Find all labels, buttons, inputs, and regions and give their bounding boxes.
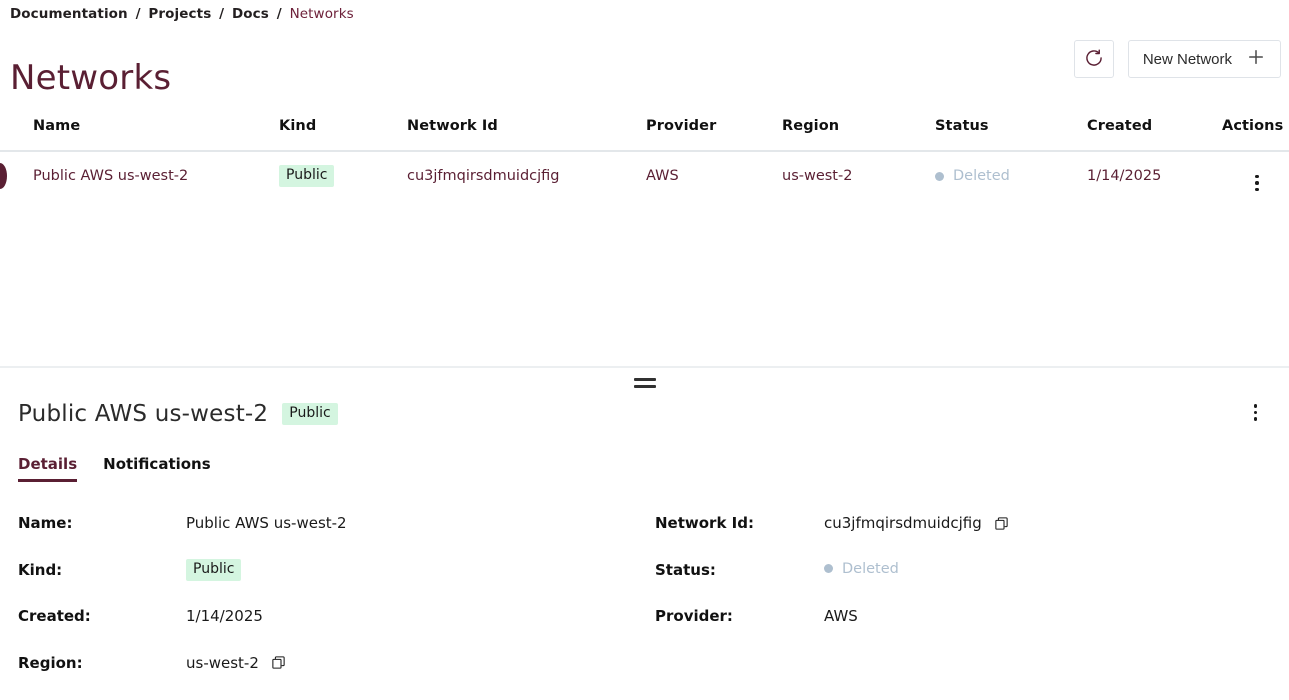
breadcrumb-separator: / — [219, 6, 225, 22]
tab-details[interactable]: Details — [18, 455, 78, 482]
detail-header: Public AWS us-west-2 Public — [0, 390, 1289, 438]
copy-icon[interactable] — [994, 516, 1009, 531]
table-header-row: Name Kind Network Id Provider Region Sta… — [0, 112, 1289, 152]
cell-name[interactable]: Public AWS us-west-2 — [33, 168, 189, 184]
detail-panel: Public AWS us-west-2 Public Details Noti… — [0, 390, 1289, 698]
field-value-region: us-west-2 — [186, 654, 286, 672]
field-row: Created: 1/14/2025 Provider: AWS — [18, 605, 1271, 652]
field-text-created: 1/14/2025 — [186, 607, 263, 625]
field-text-network-id: cu3jfmqirsdmuidcjfig — [824, 514, 982, 532]
field-value-kind: Public — [186, 558, 242, 583]
field-row: Kind: Public Status: Deleted — [18, 558, 1271, 606]
breadcrumb: Documentation / Projects / Docs / Networ… — [10, 6, 354, 22]
field-text-name: Public AWS us-west-2 — [186, 514, 347, 532]
status-badge: Deleted — [824, 561, 899, 577]
field-label-name: Name: — [18, 514, 73, 532]
detail-tabs: Details Notifications — [0, 448, 1289, 482]
cell-status: Deleted — [935, 168, 1010, 185]
cell-created: 1/14/2025 — [1087, 168, 1162, 184]
row-actions-menu-icon[interactable] — [1253, 173, 1261, 194]
row-selected-marker — [0, 163, 7, 189]
page-title: Networks — [10, 57, 172, 98]
column-header-region[interactable]: Region — [782, 118, 840, 134]
table-row[interactable]: Public AWS us-west-2 Public cu3jfmqirsdm… — [0, 152, 1289, 208]
detail-kind-badge: Public — [282, 402, 338, 426]
drag-handle-icon[interactable] — [633, 378, 656, 388]
column-header-created[interactable]: Created — [1087, 118, 1153, 134]
splitter-divider — [0, 366, 1289, 368]
table-body: Public AWS us-west-2 Public cu3jfmqirsdm… — [0, 152, 1289, 212]
detail-title: Public AWS us-west-2 — [18, 401, 269, 427]
status-label: Deleted — [842, 560, 899, 577]
tab-notifications[interactable]: Notifications — [103, 455, 211, 473]
refresh-icon — [1084, 48, 1104, 71]
field-value-status: Deleted — [824, 561, 899, 577]
copy-icon[interactable] — [271, 655, 286, 670]
field-value-name: Public AWS us-west-2 — [186, 514, 347, 532]
panel-splitter — [0, 366, 1289, 388]
new-network-label: New Network — [1142, 50, 1232, 68]
column-header-status[interactable]: Status — [935, 118, 989, 134]
field-text-provider: AWS — [824, 607, 858, 625]
field-label-provider: Provider: — [655, 607, 733, 625]
detail-actions-menu-icon[interactable] — [1252, 402, 1260, 423]
breadcrumb-separator: / — [135, 6, 141, 22]
column-header-network-id[interactable]: Network Id — [407, 118, 498, 134]
field-label-status: Status: — [655, 560, 716, 579]
column-header-provider[interactable]: Provider — [646, 118, 717, 134]
header-actions: New Network — [1073, 40, 1281, 78]
breadcrumb-item-networks[interactable]: Networks — [289, 6, 354, 22]
column-header-actions: Actions — [1222, 118, 1284, 134]
status-dot-icon — [935, 171, 944, 181]
cell-kind: Public — [279, 165, 335, 188]
field-label-created: Created: — [18, 607, 91, 625]
field-row: Region: us-west-2 — [18, 652, 1271, 699]
cell-network-id: cu3jfmqirsdmuidcjfig — [407, 168, 560, 184]
status-badge: Deleted — [935, 168, 1010, 184]
kind-badge: Public — [279, 165, 335, 188]
networks-table: Name Kind Network Id Provider Region Sta… — [0, 112, 1289, 212]
field-label-region: Region: — [18, 653, 83, 672]
cell-actions — [1253, 166, 1261, 193]
status-dot-icon — [824, 564, 833, 573]
new-network-button[interactable]: New Network — [1127, 40, 1281, 78]
field-value-provider: AWS — [824, 607, 858, 625]
breadcrumb-item-documentation[interactable]: Documentation — [10, 6, 128, 22]
field-label-network-id: Network Id: — [655, 514, 754, 532]
breadcrumb-separator: / — [276, 6, 282, 22]
field-row: Name: Public AWS us-west-2 Network Id: c… — [18, 512, 1271, 559]
field-text-region: us-west-2 — [186, 653, 259, 672]
refresh-button[interactable] — [1073, 40, 1114, 78]
cell-region: us-west-2 — [782, 168, 853, 184]
field-value-network-id: cu3jfmqirsdmuidcjfig — [824, 514, 1009, 532]
field-value-created: 1/14/2025 — [186, 607, 263, 625]
status-label: Deleted — [953, 168, 1010, 184]
field-label-kind: Kind: — [18, 560, 63, 579]
breadcrumb-item-projects[interactable]: Projects — [148, 6, 212, 22]
field-badge-kind: Public — [186, 558, 242, 581]
column-header-name[interactable]: Name — [33, 118, 81, 134]
column-header-kind[interactable]: Kind — [279, 118, 317, 134]
detail-fields: Name: Public AWS us-west-2 Network Id: c… — [0, 512, 1289, 698]
breadcrumb-item-docs[interactable]: Docs — [231, 6, 269, 22]
plus-icon — [1246, 47, 1266, 71]
cell-provider: AWS — [646, 168, 679, 184]
